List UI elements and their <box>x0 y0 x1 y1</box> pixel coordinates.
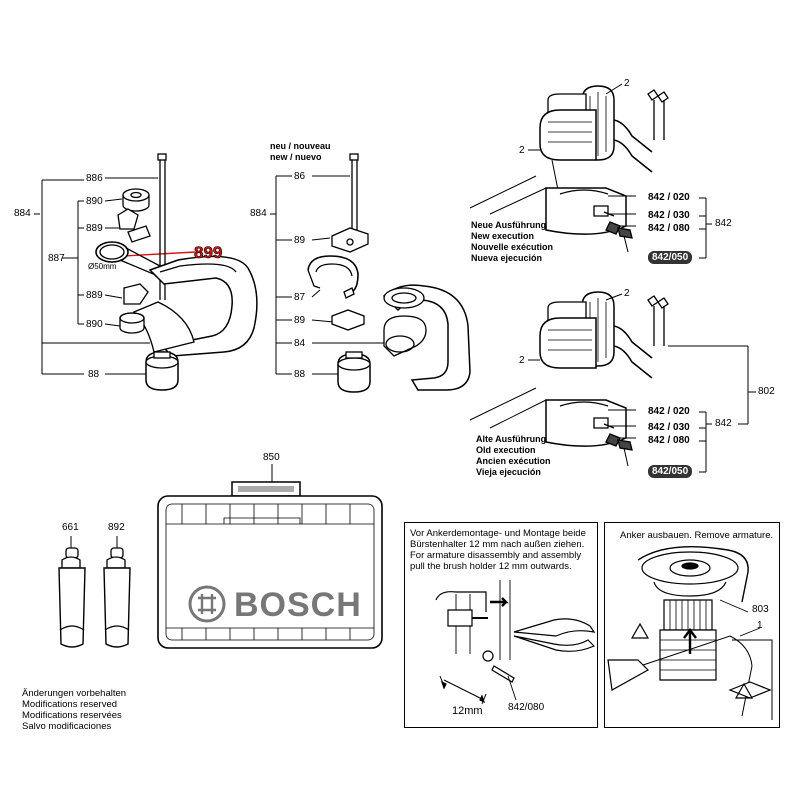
new-execution-caption: Nueva ejecución <box>471 253 543 263</box>
part-label: 850 <box>263 452 280 463</box>
left-group-parts <box>95 153 258 391</box>
new-version-header: neu / nouveau <box>270 141 331 151</box>
old-execution-caption: Old execution <box>476 445 536 455</box>
armature-instruction: Anker ausbauen. Remove armature. <box>620 530 774 541</box>
part-label: 884 <box>250 208 267 219</box>
part-label: 890 <box>86 196 103 207</box>
part-code: 842 / 020 <box>648 192 690 203</box>
part-label: 889 <box>86 223 103 234</box>
brush-instruction-line: pull the brush holder 12 mm outwards. <box>410 561 572 572</box>
part-code-badge: 842/050 <box>648 465 693 478</box>
part-label: 842 <box>715 218 732 229</box>
brush-instruction-line: Vor Ankerdemontage- und Montage beide <box>410 528 586 539</box>
part-label: 890 <box>86 319 103 330</box>
part-label: 2 <box>624 78 630 89</box>
disclaimer-line: Modifications reservées <box>22 710 122 721</box>
part-label: 89 <box>294 235 306 246</box>
new-execution-caption: Nouvelle exécution <box>471 242 554 252</box>
part-label: 89 <box>294 315 306 326</box>
diameter-label: Ø50mm <box>88 262 117 271</box>
motor-old-leaders <box>528 293 756 473</box>
bosch-logo: BOSCH <box>234 586 362 624</box>
carry-case-drawing <box>157 464 383 649</box>
new-execution-caption: New execution <box>471 231 535 241</box>
disclaimer-line: Salvo modificaciones <box>22 721 112 732</box>
part-label: 1 <box>757 620 763 631</box>
part-code-badge: 842/050 <box>648 251 693 264</box>
new-execution-caption: Neue Ausführung <box>471 220 547 230</box>
part-code: 842 / 030 <box>648 422 690 433</box>
motor-new-drawing <box>469 85 669 239</box>
brush-instruction-line: Bürstenhalter 12 mm nach außen ziehen. <box>410 539 585 550</box>
armature-detail-drawing <box>607 546 773 720</box>
part-label: 88 <box>294 369 306 380</box>
part-label: 802 <box>758 386 775 397</box>
part-label: 884 <box>14 208 31 219</box>
disclaimer-line: Modifications reserved <box>22 699 118 710</box>
part-label: 2 <box>519 355 525 366</box>
brush-instruction-line: For armature disassembly and assembly <box>410 550 582 561</box>
part-label: 842 <box>715 418 732 429</box>
part-label: 886 <box>86 173 103 184</box>
old-execution-caption: Vieja ejecución <box>476 467 541 477</box>
new-version-header: new / nuevo <box>270 152 322 162</box>
part-code: 842 / 080 <box>648 435 690 446</box>
middle-group-parts <box>307 153 471 393</box>
part-code: 842 / 030 <box>648 210 690 221</box>
part-label: 892 <box>108 522 125 533</box>
part-label: 84 <box>294 338 306 349</box>
dimension-label: 12mm <box>452 705 483 717</box>
part-label: 887 <box>48 253 65 264</box>
part-label: 803 <box>752 604 769 615</box>
disclaimer-line: Änderungen vorbehalten <box>22 688 127 699</box>
brush-holder-detail-box <box>404 522 598 728</box>
part-code: 842 / 080 <box>648 223 690 234</box>
part-label: 88 <box>88 369 100 380</box>
part-label: 2 <box>519 145 525 156</box>
part-label: 2 <box>624 288 630 299</box>
part-label: 661 <box>62 522 79 533</box>
brush-detail-drawing <box>435 580 596 705</box>
part-label: 86 <box>294 171 306 182</box>
motor-old-drawing <box>469 291 669 451</box>
highlighted-part-label: 899 <box>194 243 223 262</box>
grease-tubes-drawing <box>58 536 131 648</box>
motor-new-leaders <box>528 83 712 259</box>
part-label: 889 <box>86 290 103 301</box>
armature-detail-box <box>604 522 780 728</box>
part-label: 87 <box>294 292 306 303</box>
middle-group-leaders <box>270 175 384 375</box>
part-code: 842 / 020 <box>648 406 690 417</box>
part-label: 842/080 <box>508 702 545 713</box>
old-execution-caption: Ancien exécution <box>476 456 551 466</box>
old-execution-caption: Alte Ausführung <box>476 434 547 444</box>
